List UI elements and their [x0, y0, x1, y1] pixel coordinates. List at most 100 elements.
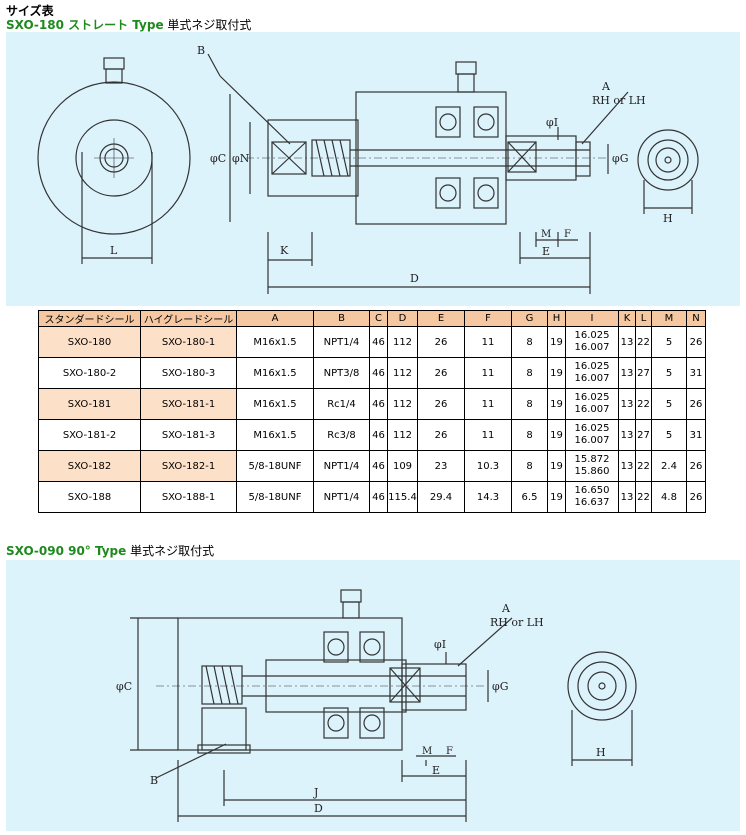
- cell-standard: SXO-180-2: [38, 357, 141, 389]
- cell-standard: SXO-180: [38, 326, 141, 358]
- sxo090-diagram: A RH or LH φI φC φG B M F E J D H: [6, 560, 740, 831]
- cell-M: 5: [651, 388, 687, 420]
- spec-table: スタンダードシール ハイグレードシール A B C D E F G H I K …: [38, 310, 706, 513]
- cell-I-upper: 16.025: [574, 361, 610, 372]
- cell-M: 5: [651, 419, 687, 451]
- cell-high-grade: SXO-181-1: [140, 388, 237, 420]
- cell-G: 8: [511, 326, 548, 358]
- cell-E: 23: [417, 450, 465, 482]
- section2-subtitle: 単式ネジ取付式: [130, 544, 215, 558]
- cell-E: 26: [417, 388, 465, 420]
- cell-N: 26: [686, 481, 706, 513]
- label-phi-N: φN: [232, 152, 250, 165]
- label-F: F: [446, 746, 453, 757]
- cell-I-lower: 16.007: [574, 342, 610, 353]
- cell-G: 8: [511, 388, 548, 420]
- cell-G: 8: [511, 450, 548, 482]
- cell-D: 112: [387, 419, 418, 451]
- cell-C: 46: [369, 481, 388, 513]
- cell-D: 115.4: [387, 481, 418, 513]
- cell-standard: SXO-181-2: [38, 419, 141, 451]
- cell-A: M16x1.5: [236, 388, 314, 420]
- cell-E: 26: [417, 357, 465, 389]
- label-B: B: [150, 774, 158, 787]
- cell-K: 13: [618, 388, 636, 420]
- cell-I-upper: 16.650: [574, 485, 610, 496]
- label-phi-I: φI: [434, 638, 446, 651]
- cell-standard: SXO-188: [38, 481, 141, 513]
- label-H: H: [596, 746, 606, 759]
- cell-I-upper: 15.872: [574, 454, 610, 465]
- cell-G: 6.5: [511, 481, 548, 513]
- cell-I-lower: 16.007: [574, 404, 610, 415]
- table-row: SXO-181-2 SXO-181-3 M16x1.5 Rc3/8 46 112…: [38, 419, 706, 451]
- label-rh-lh: RH or LH: [490, 616, 544, 629]
- label-E: E: [542, 245, 550, 258]
- header-F: F: [464, 310, 512, 327]
- cell-F: 10.3: [464, 450, 512, 482]
- cell-K: 13: [618, 481, 636, 513]
- section1-title: SXO-180 ストレート Type 単式ネジ取付式: [6, 16, 251, 33]
- label-A: A: [501, 602, 511, 615]
- label-phi-C: φC: [210, 152, 226, 165]
- cell-standard: SXO-182: [38, 450, 141, 482]
- cell-A: M16x1.5: [236, 419, 314, 451]
- cell-I-lower: 16.007: [574, 435, 610, 446]
- cell-H: 19: [547, 481, 566, 513]
- cell-B: Rc3/8: [313, 419, 370, 451]
- section1-subtitle: 単式ネジ取付式: [167, 18, 252, 32]
- label-E: E: [432, 764, 440, 777]
- cell-standard: SXO-181: [38, 388, 141, 420]
- cell-high-grade: SXO-182-1: [140, 450, 237, 482]
- cell-N: 31: [686, 357, 706, 389]
- header-standard-seal: スタンダードシール: [38, 310, 141, 327]
- table-row: SXO-180-2 SXO-180-3 M16x1.5 NPT3/8 46 11…: [38, 357, 706, 389]
- label-M: M: [422, 746, 432, 757]
- cell-K: 13: [618, 357, 636, 389]
- section1-code: SXO-180 ストレート Type: [6, 18, 164, 32]
- cell-F: 11: [464, 419, 512, 451]
- table-header-row: スタンダードシール ハイグレードシール A B C D E F G H I K …: [38, 310, 706, 327]
- label-phi-G: φG: [612, 152, 629, 165]
- cell-I-upper: 16.025: [574, 423, 610, 434]
- page-title: サイズ表: [6, 4, 54, 18]
- cell-E: 26: [417, 419, 465, 451]
- sxo180-drawing: B A RH or LH φI φC φN φG L K D M F E H: [37, 44, 699, 294]
- cell-H: 19: [547, 326, 566, 358]
- cell-G: 8: [511, 419, 548, 451]
- cell-B: NPT3/8: [313, 357, 370, 389]
- label-D: D: [410, 272, 419, 285]
- cell-M: 4.8: [651, 481, 687, 513]
- cell-E: 26: [417, 326, 465, 358]
- cell-high-grade: SXO-188-1: [140, 481, 237, 513]
- cell-N: 26: [686, 326, 706, 358]
- label-K: K: [280, 244, 289, 257]
- label-phi-G: φG: [492, 680, 509, 693]
- cell-F: 11: [464, 388, 512, 420]
- header-L: L: [635, 310, 652, 327]
- section2-code: SXO-090 90° Type: [6, 544, 127, 558]
- cell-E: 29.4: [417, 481, 465, 513]
- cell-N: 26: [686, 450, 706, 482]
- label-L: L: [110, 244, 118, 257]
- header-N: N: [686, 310, 706, 327]
- cell-C: 46: [369, 450, 388, 482]
- cell-M: 5: [651, 357, 687, 389]
- header-C: C: [369, 310, 388, 327]
- cell-B: Rc1/4: [313, 388, 370, 420]
- cell-H: 19: [547, 388, 566, 420]
- header-E: E: [417, 310, 465, 327]
- label-phi-I: φI: [546, 116, 558, 129]
- cell-N: 31: [686, 419, 706, 451]
- cell-G: 8: [511, 357, 548, 389]
- cell-high-grade: SXO-180-3: [140, 357, 237, 389]
- label-M: M: [541, 229, 551, 240]
- cell-K: 13: [618, 419, 636, 451]
- label-rh-lh: RH or LH: [592, 94, 646, 107]
- cell-K: 13: [618, 450, 636, 482]
- cell-I-lower: 16.637: [574, 497, 610, 508]
- cell-L: 22: [635, 326, 652, 358]
